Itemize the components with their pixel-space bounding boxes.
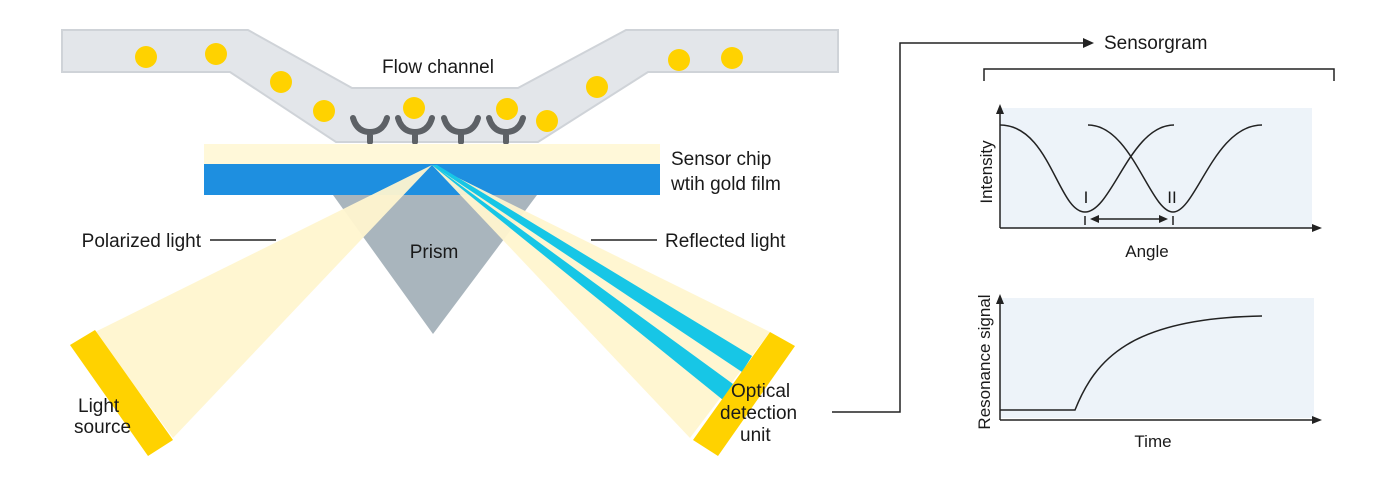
flow-channel-label: Flow channel bbox=[382, 57, 494, 78]
reflected-ray bbox=[432, 165, 733, 400]
particle bbox=[668, 49, 690, 71]
marker-i-label: I bbox=[1084, 188, 1089, 207]
shift-arrow-left-head bbox=[1090, 215, 1099, 223]
sensorgram-connector-arrow bbox=[1083, 38, 1094, 48]
reflected-light-label: Reflected light bbox=[665, 231, 786, 252]
angle-x-arrow bbox=[1312, 224, 1322, 232]
light-source-label-line1: Light bbox=[78, 396, 120, 417]
marker-ii-label: II bbox=[1167, 188, 1176, 207]
resonance-curve-1 bbox=[999, 124, 1175, 213]
shift-arrow-right-head bbox=[1159, 215, 1168, 223]
association-curve bbox=[1000, 315, 1263, 411]
particle bbox=[403, 97, 425, 119]
analyte-particles bbox=[135, 43, 743, 132]
sensorgram-connector bbox=[832, 42, 1085, 413]
resonance-curve-2 bbox=[1087, 124, 1263, 213]
angle-axis-label: Angle bbox=[1125, 242, 1168, 261]
polarized-light-beam bbox=[95, 165, 432, 438]
particle bbox=[135, 46, 157, 68]
gold-film-layer bbox=[204, 164, 660, 195]
reflected-ray bbox=[432, 165, 752, 372]
particle bbox=[496, 98, 518, 120]
optical-detection-label-line3: unit bbox=[740, 425, 771, 446]
reflected-light-beam bbox=[432, 165, 770, 438]
optical-detection-label-line2: detection bbox=[720, 403, 797, 424]
particle bbox=[205, 43, 227, 65]
resonance-plot-area bbox=[1000, 298, 1314, 418]
light-source bbox=[70, 330, 173, 456]
resonance-y-arrow bbox=[996, 294, 1004, 304]
particle bbox=[721, 47, 743, 69]
ligand-antibodies bbox=[350, 115, 526, 145]
antibody-icon bbox=[441, 115, 481, 145]
prism bbox=[333, 195, 537, 334]
sensor-chip-label-line1: Sensor chip bbox=[671, 149, 771, 170]
resonance-signal-axis-label: Resonance signal bbox=[975, 294, 994, 429]
antibody-icon bbox=[486, 115, 526, 145]
intensity-y-arrow bbox=[996, 104, 1004, 114]
sensor-chip-label-line2: wtih gold film bbox=[670, 174, 781, 195]
optical-detection-unit bbox=[693, 332, 795, 456]
polarized-light-label: Polarized light bbox=[82, 231, 202, 252]
particle bbox=[586, 76, 608, 98]
particle bbox=[270, 71, 292, 93]
antibody-icon bbox=[395, 115, 435, 145]
sensorgram-label: Sensorgram bbox=[1104, 33, 1208, 54]
intensity-axis-label: Intensity bbox=[977, 140, 996, 204]
particle bbox=[536, 110, 558, 132]
intensity-plot-area bbox=[1000, 108, 1312, 228]
time-x-arrow bbox=[1312, 416, 1322, 424]
light-source-label-line2: source bbox=[74, 417, 131, 438]
sensor-chip-layer bbox=[204, 144, 660, 164]
optical-detection-label-line1: Optical bbox=[731, 381, 790, 402]
antibody-icon bbox=[350, 115, 390, 145]
time-axis-label: Time bbox=[1134, 432, 1171, 451]
sensorgram-bracket bbox=[983, 68, 1335, 81]
prism-label: Prism bbox=[410, 242, 459, 263]
reflected-rays bbox=[432, 165, 752, 400]
particle bbox=[313, 100, 335, 122]
flow-channel-tube bbox=[61, 29, 839, 143]
